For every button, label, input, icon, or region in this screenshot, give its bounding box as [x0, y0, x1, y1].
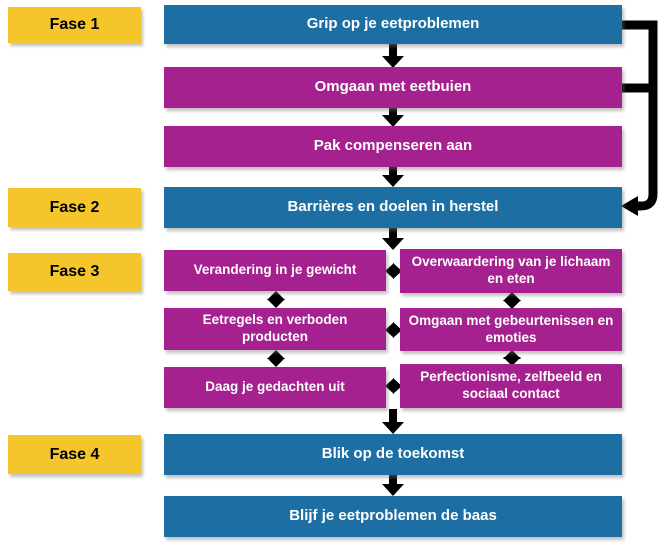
arrow-eetbuien-to-compenseren: [382, 108, 404, 127]
arrow-barrieres-to-fase3: [382, 228, 404, 250]
node-blik-op-de-toekomst: Blik op de toekomst: [164, 434, 622, 475]
phase-label-fase-1: Fase 1: [8, 7, 141, 43]
arrow-compenseren-to-barrieres: [382, 167, 404, 187]
feedback-loop-to-barrieres: [621, 20, 658, 216]
phase-label-fase-3: Fase 3: [8, 253, 141, 291]
node-barrieres-en-doelen: Barrières en doelen in herstel: [164, 187, 622, 228]
arrow-gewicht-eetregels: [267, 291, 285, 308]
node-daag-gedachten-uit: Daag je gedachten uit: [164, 367, 386, 408]
node-verandering-gewicht: Verandering in je gewicht: [164, 250, 386, 291]
node-eetregels-verboden: Eetregels en verboden producten: [164, 308, 386, 350]
arrow-eetregels-gedachten: [267, 350, 285, 367]
phase-label-fase-2: Fase 2: [8, 188, 141, 227]
node-perfectionisme-zelfbeeld: Perfectionisme, zelfbeeld en sociaal con…: [400, 364, 622, 408]
arrow-fase3-to-toekomst: [382, 409, 404, 434]
arrow-grip-to-eetbuien: [382, 44, 404, 68]
node-overwaardering-lichaam: Overwaardering van je lichaam en eten: [400, 249, 622, 293]
arrow-toekomst-to-baas: [382, 475, 404, 496]
node-omgaan-gebeurtenissen: Omgaan met gebeurtenissen en emoties: [400, 308, 622, 351]
node-blijf-eetproblemen-de-baas: Blijf je eetproblemen de baas: [164, 496, 622, 537]
node-pak-compenseren-aan: Pak compenseren aan: [164, 126, 622, 167]
node-omgaan-met-eetbuien: Omgaan met eetbuien: [164, 67, 622, 108]
node-grip-op-je-eetproblemen: Grip op je eetproblemen: [164, 5, 622, 44]
phase-label-fase-4: Fase 4: [8, 435, 141, 474]
arrow-overwaardering-gebeurtenissen: [503, 292, 521, 309]
